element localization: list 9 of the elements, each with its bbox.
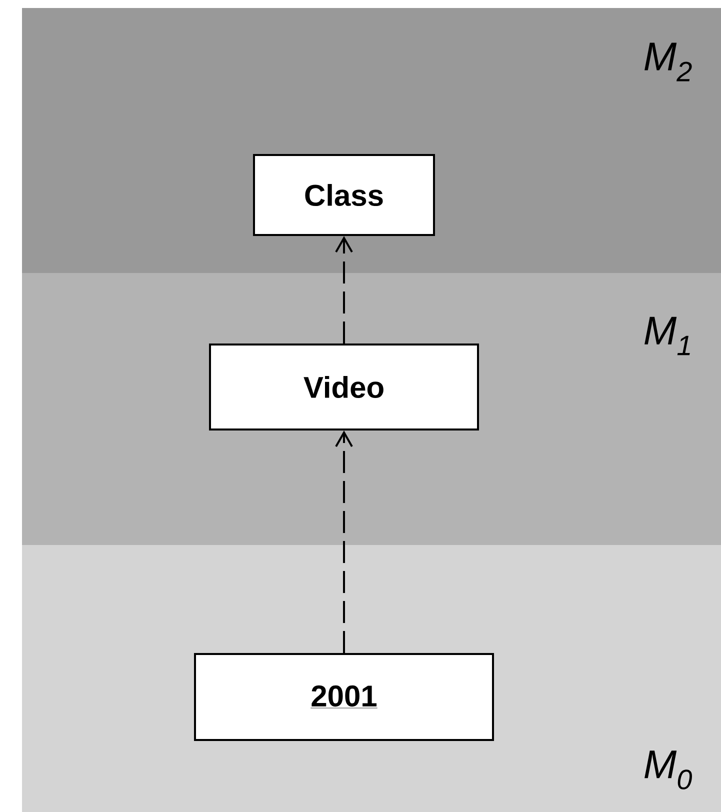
layer-band [22,8,721,273]
class-box: 2001 [194,653,494,741]
dependency-arrow [335,430,353,653]
class-box: Class [253,154,435,236]
dependency-arrow [335,236,353,344]
class-box: Video [209,344,479,430]
layer-label: M$_{2}$ [644,42,692,82]
layer-label: M$_{0}$ [644,750,692,790]
layer-label: M$_{1}$ [644,316,690,356]
